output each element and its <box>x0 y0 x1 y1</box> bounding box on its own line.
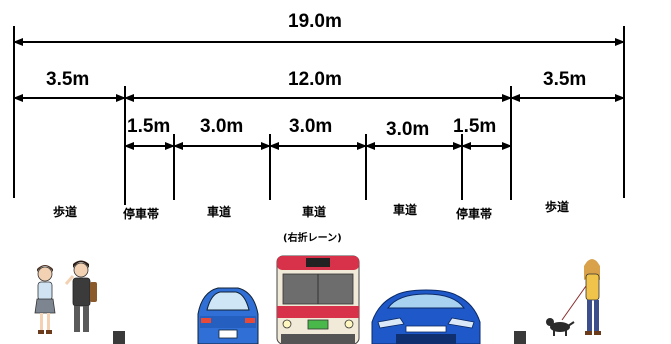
label-lane-3: 車道 <box>393 203 418 217</box>
dog-walker-icon <box>546 259 601 336</box>
dim-stop-left-label: 1.5m <box>127 116 171 137</box>
dim-roadway-label: 12.0m <box>288 69 342 90</box>
label-stop-strip-right: 停車帯 <box>456 207 493 221</box>
label-right-turn-lane: (右折レーン) <box>283 233 342 244</box>
rear-car-icon <box>197 287 259 344</box>
dim-total-label: 19.0m <box>288 11 342 32</box>
front-car-icon <box>371 289 481 344</box>
dim-lane-1-label: 3.0m <box>200 116 244 137</box>
pedestrian-pair-icon <box>34 260 97 334</box>
dim-sidewalk-left-label: 3.5m <box>46 69 90 90</box>
label-lane-2: 車道 <box>302 205 327 219</box>
label-stop-strip-left: 停車帯 <box>123 207 160 221</box>
label-sidewalk-right: 歩道 <box>545 200 570 214</box>
bollard-icon <box>514 331 526 344</box>
bus-front-icon <box>276 255 360 344</box>
label-sidewalk-left: 歩道 <box>53 205 78 219</box>
dim-lane-2-label: 3.0m <box>289 116 333 137</box>
bollard-icon <box>113 331 125 344</box>
label-lane-1: 車道 <box>207 205 232 219</box>
dim-lane-3-label: 3.0m <box>386 119 430 140</box>
dim-stop-right-label: 1.5m <box>453 116 497 137</box>
dim-sidewalk-right-label: 3.5m <box>543 69 587 90</box>
